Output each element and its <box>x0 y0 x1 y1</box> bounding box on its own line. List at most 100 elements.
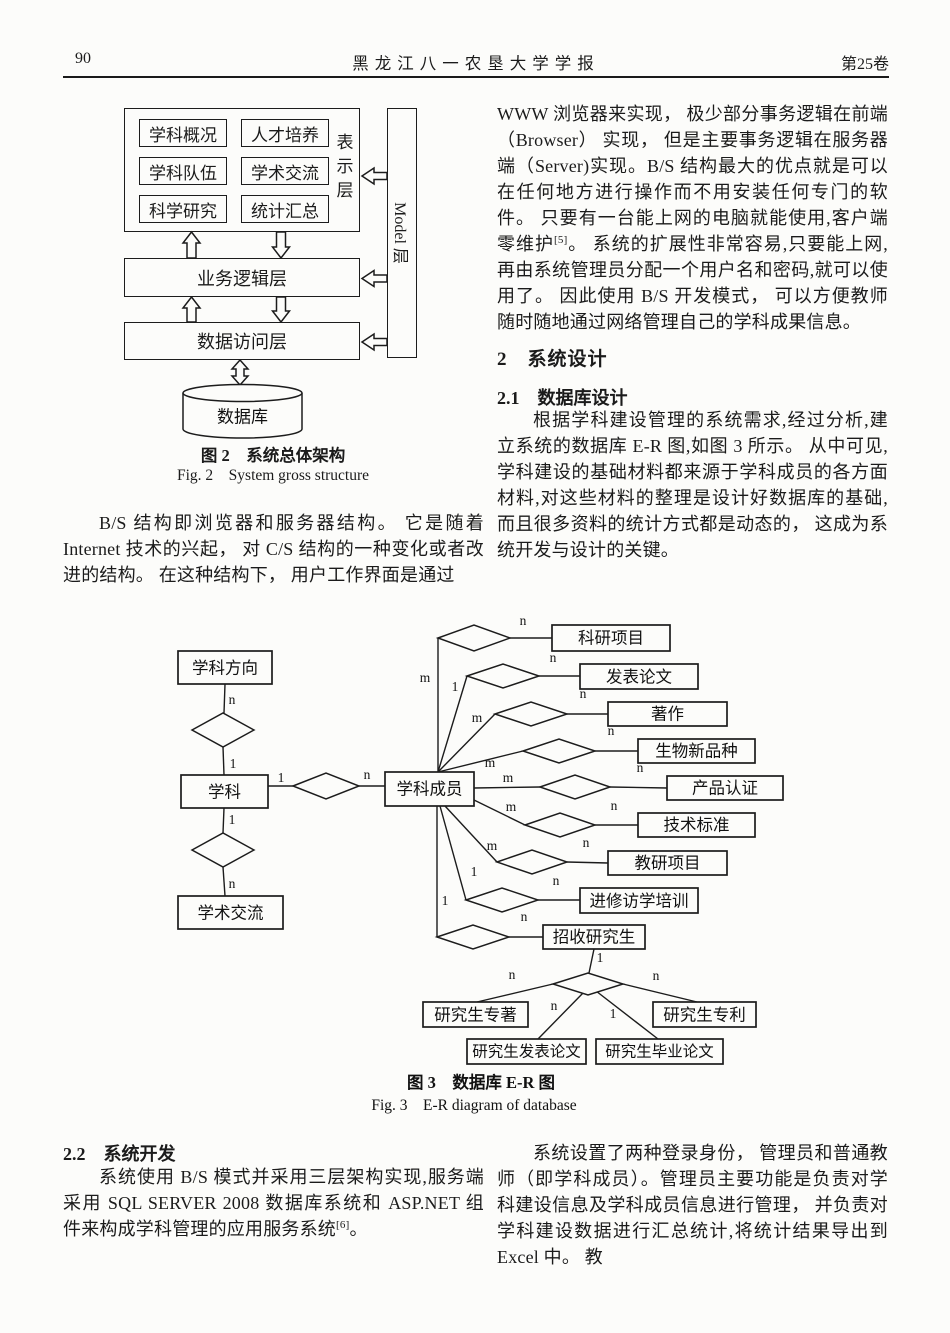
entity-product-cert <box>666 775 784 801</box>
er-line-diamondC-exchange <box>222 866 226 897</box>
module-academic-exchange: 学术交流 <box>241 157 329 185</box>
card-f5-n: n <box>637 760 644 775</box>
arrow-down-1-icon <box>270 231 292 260</box>
paragraph-www-text-b: 。 系统的扩展性非常容易,只要能上网,再由系统管理员分配一个用户名和密码,就可以… <box>497 234 888 332</box>
entity-recruit <box>542 924 646 950</box>
er-line-d5-cert <box>609 786 668 789</box>
card-g-monograph-n: n <box>509 967 516 982</box>
arrow-left-top-icon <box>360 166 388 186</box>
diamond-recruit-outputs <box>550 972 626 996</box>
card-f8-n: n <box>553 873 560 888</box>
diamond-member-training <box>463 887 541 913</box>
presentation-layer-label: 表示层 <box>336 133 354 200</box>
journal-title: 黑龙江八一农垦大学学报 <box>352 54 600 73</box>
entity-grad-papers-label: 研究生发表论文 <box>472 1043 581 1061</box>
module-talent-training: 人才培养 <box>241 119 329 147</box>
card-f2-n: n <box>550 650 557 665</box>
diamond-subject-member <box>290 772 362 800</box>
database-label: 数据库 <box>217 408 268 427</box>
arrow-left-bottom-icon <box>360 332 388 352</box>
entity-training-label: 进修访学培训 <box>590 892 689 911</box>
er-line-member-d4 <box>437 750 524 773</box>
card-f1-m: m <box>420 670 431 685</box>
arrow-down-2-icon <box>270 296 292 324</box>
entity-tech-standard <box>637 812 756 838</box>
section-2-1-heading: 2.1 数据库设计 <box>497 388 628 408</box>
entity-member <box>384 771 475 807</box>
entity-works <box>607 701 728 727</box>
paragraph-database-design: 根据学科建设管理的系统需求,经过分析,建立系统的数据库 E-R 图,如图 3 所… <box>497 410 888 560</box>
arrow-double-db-icon <box>230 358 250 387</box>
er-line-d10-gradpapers <box>537 991 585 1040</box>
er-line-subject-diamondC <box>222 807 225 834</box>
er-line-recruit-d10 <box>588 948 595 974</box>
card-f7-m: m <box>487 838 498 853</box>
section-2-heading: 2 系统设计 <box>497 349 608 370</box>
er-line-member-d7 <box>444 805 498 863</box>
figure-3-er-diagram: 学科方向 学科 学术交流 学科成员 科研项目 发表论文 著作 生物新品种 产品认… <box>60 612 890 1117</box>
entity-teach-project <box>607 850 728 876</box>
module-subject-team: 学科队伍 <box>139 157 227 185</box>
er-canvas: 学科方向 学科 学术交流 学科成员 科研项目 发表论文 著作 生物新品种 产品认… <box>177 613 784 1114</box>
volume-label: 第25卷 <box>840 56 889 73</box>
figure-2-system-architecture: 数据库 学科概况 人才培养 学科队伍 学术交流 科学研究 统计汇总 表示层 Mo… <box>63 95 483 495</box>
entity-sci-project <box>551 624 671 652</box>
card-g-patent-n: n <box>653 968 660 983</box>
diamond-member-teachproject <box>494 849 570 875</box>
entity-works-label: 著作 <box>651 705 684 724</box>
card-f9-n: n <box>521 909 528 924</box>
er-line-d10-monograph <box>476 983 554 1003</box>
card-f5-m: m <box>503 770 514 785</box>
module-statistics-summary: 统计汇总 <box>241 195 329 223</box>
entity-direction-label: 学科方向 <box>192 659 258 678</box>
diamond-direction-subject <box>190 712 256 748</box>
entity-exchange-label: 学术交流 <box>198 904 264 923</box>
fig2-caption-zh: 图 2 系统总体架构 <box>200 446 346 465</box>
arrow-left-middle-icon <box>360 269 388 288</box>
diamond-member-bio <box>520 738 598 764</box>
entity-grad-patent-label: 研究生专利 <box>663 1006 746 1025</box>
citation-6: [6] <box>336 1219 350 1231</box>
card-f3-m: m <box>472 710 483 725</box>
er-line-d10-patent <box>622 983 698 1003</box>
model-layer-box: Model 层 <box>387 108 417 358</box>
card-f1-n: n <box>520 613 527 628</box>
module-scientific-research: 科学研究 <box>139 195 227 223</box>
er-line-member-d8 <box>439 805 467 901</box>
arrow-up-1-icon <box>181 230 202 259</box>
card-subject-1: 1 <box>278 770 285 785</box>
card-exchange-n: n <box>229 876 236 891</box>
paragraph-login-roles: 系统设置了两种登录身份， 管理员和普通教师（即学科成员）。管理员主要功能是负责对… <box>497 1143 888 1267</box>
entity-papers <box>579 663 699 690</box>
entity-grad-patent <box>652 1001 757 1028</box>
diamond-member-sciproject <box>435 624 513 652</box>
card-g-papers-n: n <box>551 998 558 1013</box>
entity-grad-monograph <box>422 1001 529 1028</box>
entity-grad-thesis-label: 研究生毕业论文 <box>605 1043 714 1061</box>
model-layer-label: Model 层 <box>391 202 408 264</box>
er-line-d10-thesis <box>595 990 659 1040</box>
diamond-subject-exchange <box>190 832 256 868</box>
header-rule <box>63 76 889 78</box>
module-subject-overview: 学科概况 <box>139 119 227 147</box>
page-number: 90 <box>75 50 91 67</box>
diamond-member-papers <box>464 663 542 689</box>
diamond-member-works <box>492 701 570 727</box>
data-access-layer-box: 数据访问层 <box>124 322 360 360</box>
citation-5: [5] <box>554 234 568 246</box>
card-f7-n: n <box>583 835 590 850</box>
er-line-member-d2 <box>437 675 468 773</box>
paragraph-bs-structure: B/S 结构即浏览器和服务器结构。 它是随着 Internet 技术的兴起， 对… <box>63 513 484 585</box>
paragraph-dev-text-a: 系统使用 B/S 模式并采用三层架构实现,服务端采用 SQL SERVER 20… <box>63 1167 484 1239</box>
entity-grad-monograph-label: 研究生专著 <box>434 1006 517 1025</box>
entity-papers-label: 发表论文 <box>606 668 672 687</box>
entity-subject-label: 学科 <box>208 783 241 802</box>
card-f8-1: 1 <box>471 864 478 879</box>
card-f6-m: m <box>506 799 517 814</box>
entity-sci-project-label: 科研项目 <box>578 629 644 648</box>
diamond-member-cert <box>537 774 613 800</box>
card-f6-n: n <box>611 798 618 813</box>
entity-recruit-label: 招收研究生 <box>553 928 636 947</box>
er-line-member-d5 <box>473 786 541 789</box>
